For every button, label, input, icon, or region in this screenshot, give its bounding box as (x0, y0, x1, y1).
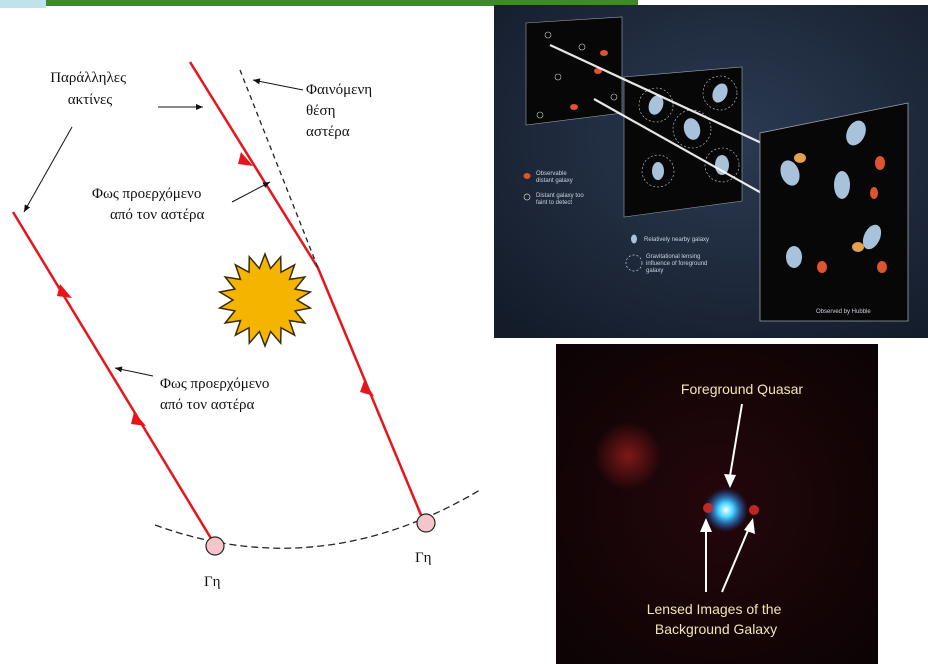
nearby-galaxy (834, 171, 850, 199)
lensing-ring (702, 75, 738, 111)
nearby-galaxy (846, 120, 866, 146)
distant-galaxy (877, 261, 887, 273)
back-source-panel (525, 16, 623, 126)
pointer-arrow (114, 366, 154, 377)
distant-galaxy (600, 50, 608, 56)
lensing-ring (641, 154, 675, 188)
pointer-arrow (252, 78, 304, 91)
light-deflection-diagram: Παράλληλες ακτίνες Φαινόμενη θέση αστέρα… (11, 61, 481, 590)
lensed-image-left (703, 503, 713, 513)
earth-label: Γη (415, 550, 432, 566)
lensing-ring (704, 147, 740, 183)
legend-observable: Observable distant galaxy (536, 171, 573, 184)
faint-galaxy (578, 43, 586, 51)
foreground-quasar-label: Foreground Quasar (681, 381, 804, 397)
faint-galaxy (554, 73, 562, 81)
faint-galaxy (544, 31, 552, 39)
ray-arrowhead (57, 284, 72, 298)
lensing-ring (638, 87, 674, 123)
ray-arrowhead (360, 381, 374, 396)
apparent-position-label: Φαινόμενη θέση αστέρα (306, 82, 376, 140)
legend-nearby-swatch (631, 234, 637, 244)
quasar-lensing-photo: Foreground Quasar Lensed Images of the B… (556, 344, 878, 664)
top-accent-tab (0, 0, 46, 8)
hubble-lensing-illustration: Observed by Hubble Observable distant ga… (494, 5, 928, 338)
light-ray-bent (188, 61, 423, 516)
faint-galaxy (536, 111, 544, 119)
nearby-galaxy (780, 160, 800, 186)
nearby-galaxy (648, 95, 664, 115)
lensed-pointer (721, 527, 750, 593)
light-path (549, 44, 797, 160)
distant-galaxy (875, 156, 885, 170)
distant-galaxy (570, 104, 578, 110)
ray-arrowhead (131, 412, 146, 426)
lensed-pointer-head (700, 518, 712, 532)
legend-lensing: Gravitational lensing influence of foreg… (646, 254, 709, 274)
light-from-star-label: Φως προερχόμενο από τον αστέρα (160, 376, 273, 413)
sun-icon (217, 251, 313, 349)
pointer-arrow (231, 181, 271, 203)
light-from-star-label: Φως προερχόμενο από τον αστέρα (92, 186, 205, 223)
pointer-arrow (23, 126, 73, 213)
nearby-galaxy (652, 162, 664, 180)
legend-faint: Distant galaxy too faint to detect (536, 193, 585, 206)
light-ray-left (11, 211, 214, 541)
observed-panel (759, 102, 909, 322)
legend-observable-swatch (523, 173, 531, 179)
legend-lensing-swatch (625, 254, 643, 272)
ray-arrowhead (238, 152, 253, 166)
top-green-bar (0, 0, 638, 6)
lensed-pointer-head (744, 518, 755, 534)
earth-icon (416, 513, 436, 533)
quasar-pointer (729, 403, 743, 477)
legend-faint-swatch (523, 193, 531, 201)
earth-icon (205, 536, 225, 556)
distant-galaxy (594, 68, 602, 74)
lensed-image (852, 242, 864, 252)
nearby-galaxy (786, 246, 802, 268)
parallel-rays-label: Παράλληλες ακτίνες (50, 70, 130, 108)
lensed-image (794, 153, 806, 163)
faint-galaxy (610, 93, 618, 101)
earth-label: Γη (204, 574, 221, 590)
nearby-galaxy (712, 83, 728, 103)
earth-orbit-arc (154, 489, 481, 549)
legend-nearby: Relatively nearby galaxy (644, 237, 709, 243)
quasar-core (704, 488, 748, 532)
credit-label: Observed by Hubble (816, 309, 871, 315)
quasar-pointer-head (724, 474, 736, 488)
nearby-galaxy (683, 118, 701, 140)
red-galaxy-blob (594, 422, 662, 490)
distant-galaxy (817, 261, 827, 273)
apparent-direction-line (239, 69, 319, 269)
nearby-galaxy (862, 224, 882, 250)
lensed-images-label: Lensed Images of the Background Galaxy (647, 601, 786, 637)
lensed-image-right (749, 505, 759, 515)
distant-galaxy (870, 187, 878, 199)
